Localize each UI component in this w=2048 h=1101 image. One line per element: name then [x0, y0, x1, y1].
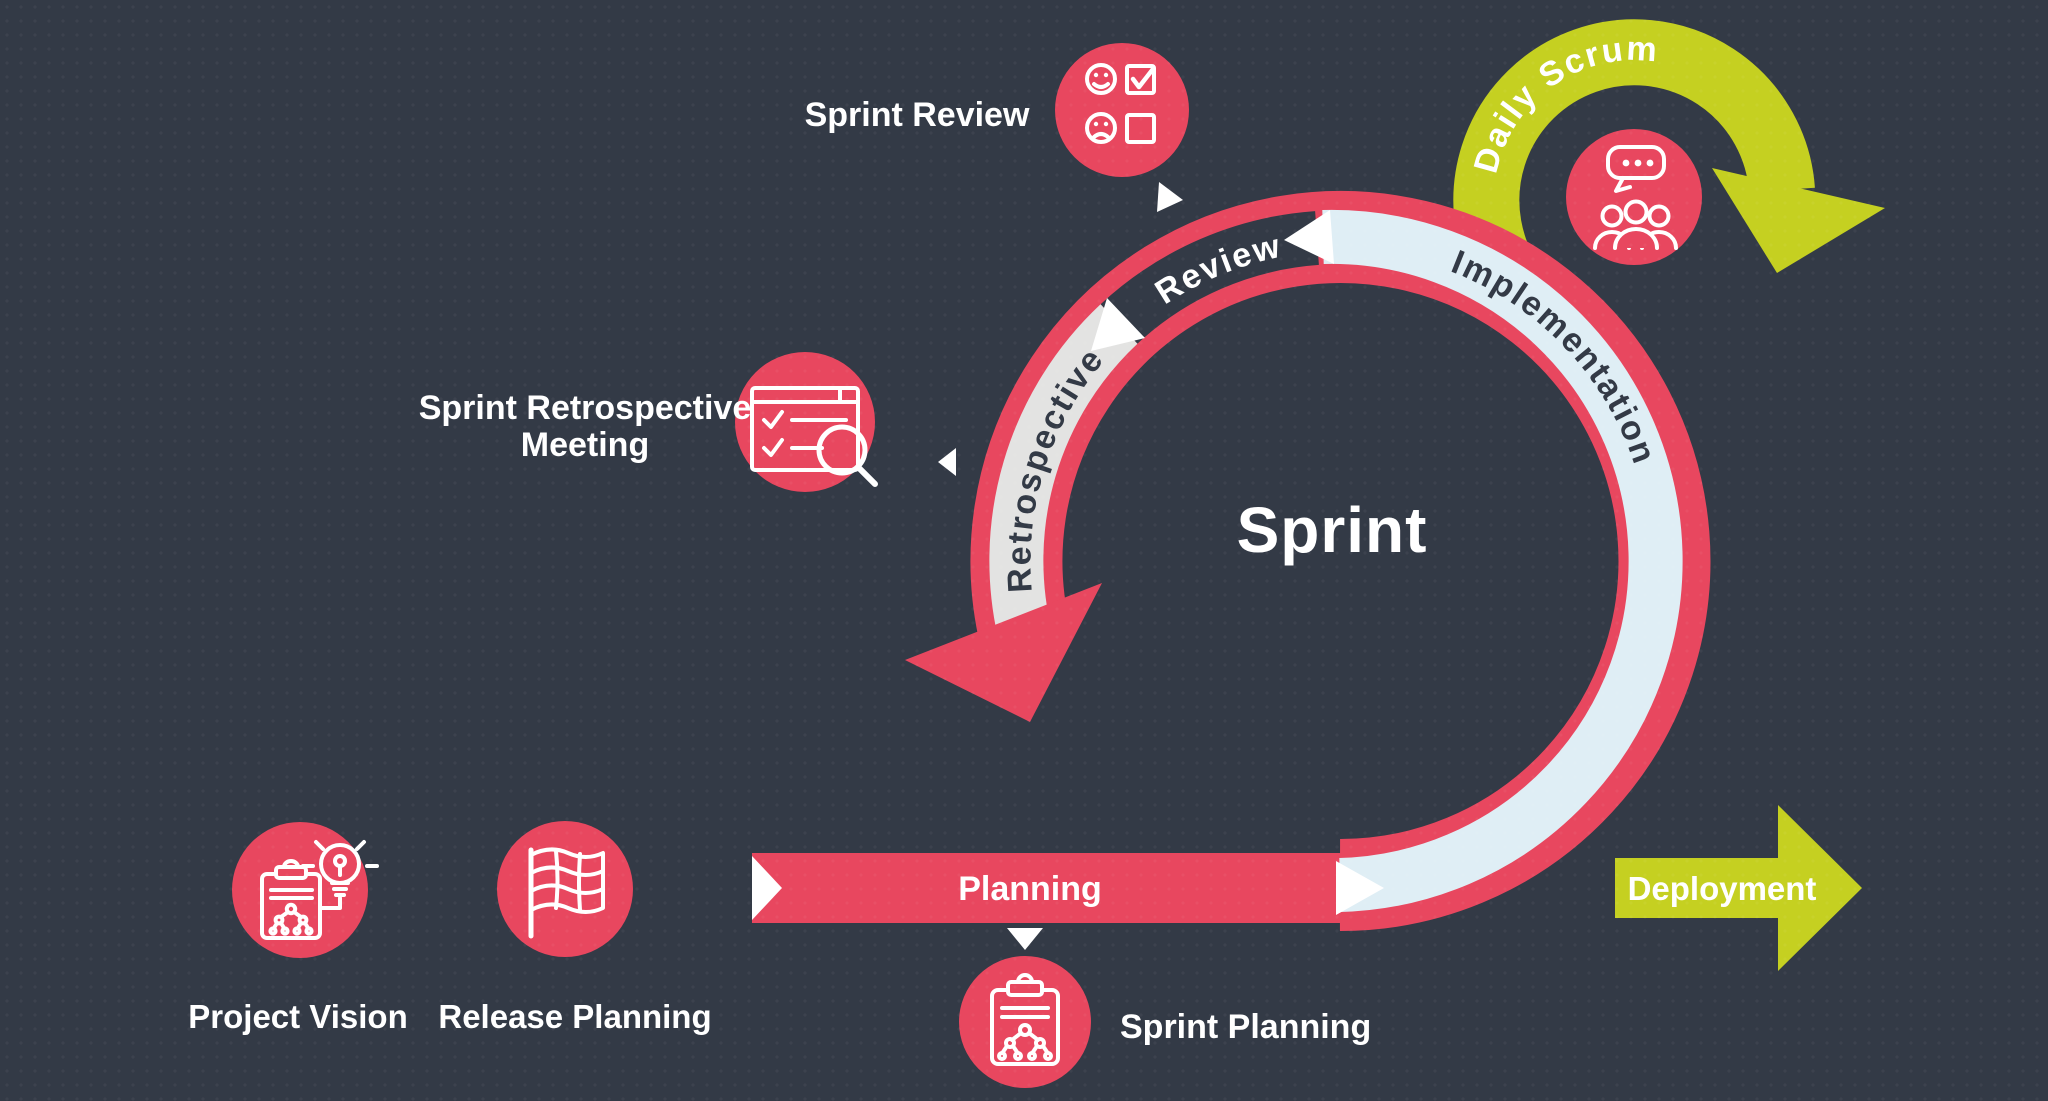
deployment-arrow: Deployment [1615, 805, 1862, 971]
retrospective-exit-arrowhead-icon [905, 583, 1102, 722]
daily-scrum-callout [1566, 129, 1702, 265]
sprint-retrospective-pointer-icon [938, 448, 956, 476]
sprint-retrospective-callout: Sprint Retrospective Meeting [419, 352, 878, 492]
daily-scrum-arrowhead-icon [1712, 168, 1885, 273]
sprint-review-medallion [1055, 43, 1189, 177]
deployment-arrow-icon [1615, 805, 1862, 971]
release-planning-callout: Release Planning [438, 821, 712, 1035]
sprint-center-label: Sprint [1237, 494, 1428, 566]
feedback-faces-checkbox-icon [1085, 63, 1156, 144]
daily-scrum-medallion [1566, 129, 1702, 265]
implementation-band [1322, 209, 1683, 912]
review-retrospective-separator-icon [1091, 298, 1145, 351]
project-vision-label: Project Vision [188, 998, 407, 1035]
planning-label: Planning [958, 870, 1102, 908]
retrospective-band [989, 304, 1138, 646]
deployment-label: Deployment [1628, 870, 1817, 907]
sprint-review-pointer-icon [1157, 182, 1183, 212]
team-speech-bubble-icon [1593, 145, 1678, 250]
sprint-retrospective-label-line1: Sprint Retrospective [419, 389, 752, 427]
planning-implementation-separator-icon [1336, 861, 1384, 915]
release-planning-label: Release Planning [438, 998, 711, 1035]
clipboard-task-tree-icon [990, 973, 1060, 1066]
planning-band [752, 853, 1350, 923]
project-vision-callout: Project Vision [188, 822, 408, 1035]
sprint-review-callout: Sprint Review [805, 43, 1189, 177]
planning-start-notch-icon [752, 856, 782, 920]
implementation-review-separator-icon [1284, 210, 1334, 264]
daily-scrum-arc [1453, 19, 1815, 304]
clipboard-lightbulb-icon [260, 840, 379, 940]
sprint-retrospective-label-line2: Meeting [521, 426, 649, 464]
sprint-planning-callout: Sprint Planning [959, 956, 1371, 1088]
checklist-magnifier-icon [750, 386, 878, 487]
sprint-planning-pointer-icon [1007, 928, 1043, 950]
sprint-review-label: Sprint Review [805, 96, 1030, 134]
checkered-flag-icon [528, 847, 605, 939]
sprint-planning-label: Sprint Planning [1120, 1008, 1371, 1046]
